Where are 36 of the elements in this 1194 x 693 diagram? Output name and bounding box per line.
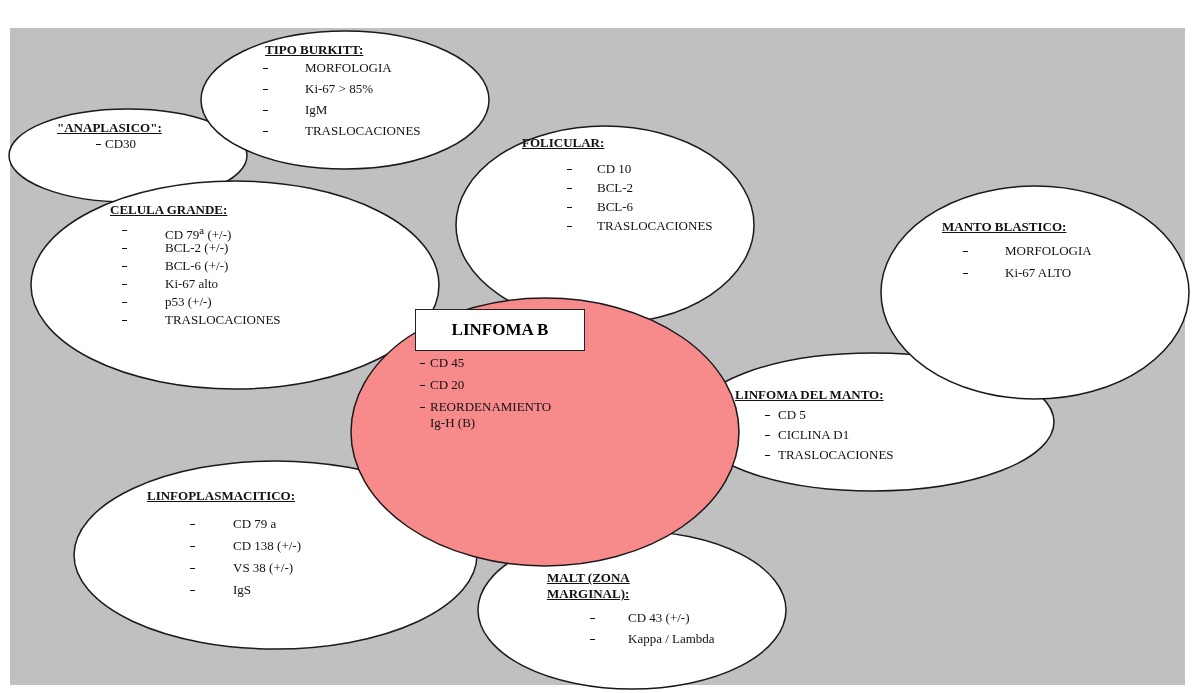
category-heading: TIPO BURKITT: [265,42,364,58]
marker-text: BCL-6 [597,199,634,215]
marker-text: TRASLOCACIONES [597,218,713,234]
category-heading: LINFOMA DEL MANTO: [735,387,884,403]
category-heading: LINFOPLASMACITICO: [147,488,296,504]
marker-text: IgS [233,582,252,598]
marker-text: MORFOLOGIA [305,60,392,76]
marker-text: p53 (+/-) [165,294,212,310]
marker-text: CD30 [105,136,137,152]
marker-text: TRASLOCACIONES [165,312,281,328]
marker-text: Ki-67 > 85% [305,81,373,97]
marker-text: BCL-6 (+/-) [165,258,229,274]
category-heading: MANTO BLASTICO: [942,219,1067,235]
marker-text: CICLINA D1 [778,427,850,443]
marker-text: TRASLOCACIONES [778,447,894,463]
marker-text: CD 79 a [233,516,277,532]
marker-text: MORFOLOGIA [1005,243,1092,259]
marker-text: CD 138 (+/-) [233,538,301,554]
marker-text: TRASLOCACIONES [305,123,421,139]
marker-text: Kappa / Lambda [628,631,715,647]
category-heading: "ANAPLASICO": [57,120,162,136]
marker-text: Ki-67 ALTO [1005,265,1072,281]
marker-text: IgM [305,102,328,118]
marker-text: CD 43 (+/-) [628,610,690,626]
title-box: LINFOMA B [415,309,585,351]
marker-text: CD 5 [778,407,806,423]
marker-text: VS 38 (+/-) [233,560,294,576]
marker-text: CD 45 [430,355,466,371]
marker-text: CD 10 [597,161,632,177]
category-heading: FOLICULAR: [522,135,605,151]
marker-text: REORDENAMIENTO Ig-H (B) [430,399,553,431]
category-heading: CELULA GRANDE: [110,202,228,218]
marker-text: Ki-67 alto [165,276,219,292]
category-heading: MALT (ZONA MARGINAL): [547,570,631,602]
marker-text: CD 20 [430,377,466,393]
marker-text: BCL-2 [597,180,634,196]
